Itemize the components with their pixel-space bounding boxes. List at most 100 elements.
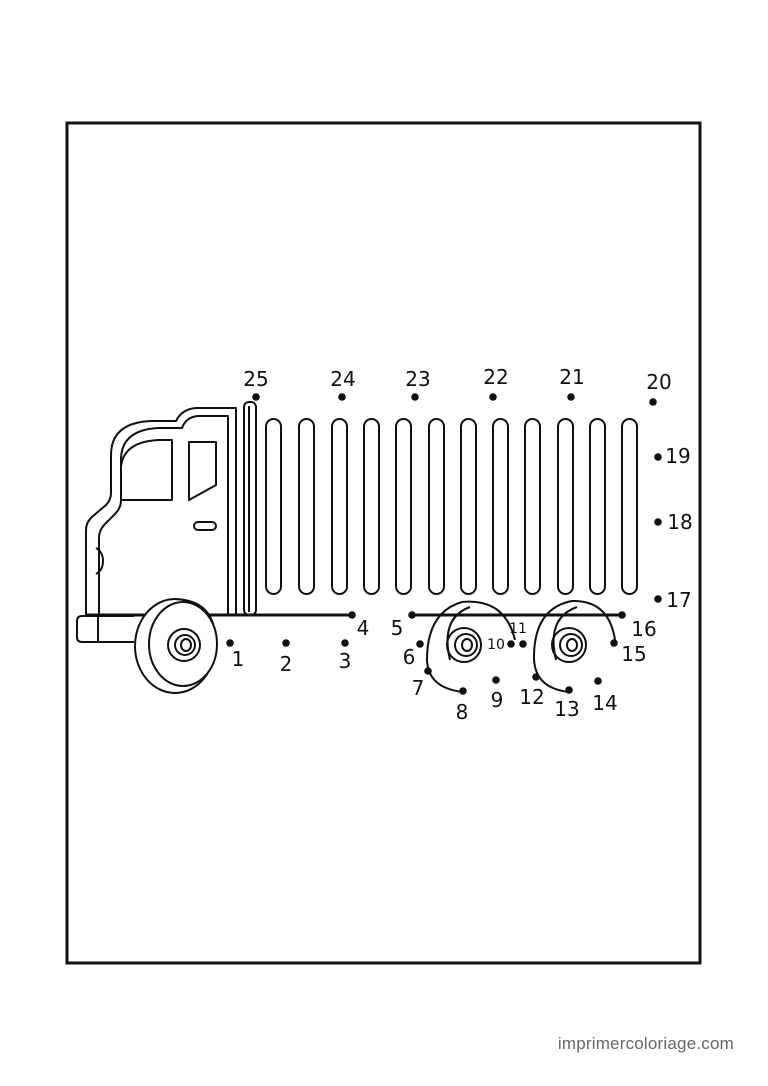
dot-marker (416, 640, 424, 648)
cargo-slat (331, 418, 348, 595)
dot-number-label: 18 (667, 510, 692, 534)
site-watermark: imprimercoloriage.com (557, 1034, 734, 1053)
dot-number-label: 11 (509, 621, 527, 637)
cargo-slat (589, 418, 606, 595)
dot-marker (348, 611, 356, 619)
dot-marker (654, 453, 662, 461)
dot-number-label: 19 (665, 444, 690, 468)
dot-number-label: 14 (592, 691, 617, 715)
dot-22: 22 (483, 365, 509, 401)
dot-marker (492, 676, 500, 684)
cargo-slat (557, 418, 574, 595)
dot-number-label: 7 (412, 676, 425, 700)
side-window (188, 441, 217, 501)
cargo-slat (524, 418, 541, 595)
cargo-slat (492, 418, 509, 595)
dot-19: 19 (654, 444, 691, 468)
cargo-slat (363, 418, 380, 595)
dot-7: 7 (412, 667, 432, 700)
dot-13: 13 (554, 686, 580, 721)
dot-marker (338, 393, 346, 401)
dot-3: 3 (339, 639, 352, 673)
front-bumper (76, 615, 134, 643)
dot-marker (424, 667, 432, 675)
dot-number-label: 6 (403, 645, 416, 669)
dot-number-label: 25 (243, 367, 268, 391)
dot-number-label: 1 (232, 647, 245, 671)
dot-number-label: 13 (554, 697, 579, 721)
dot-marker (282, 639, 290, 647)
door-handle (193, 521, 217, 531)
cargo-slats (265, 418, 638, 595)
dot-number-label: 21 (559, 365, 584, 389)
dot-20: 20 (646, 370, 672, 406)
dot-2: 2 (280, 639, 293, 676)
dot-12: 12 (519, 673, 545, 709)
dot-8: 8 (456, 687, 469, 724)
dot-marker (411, 393, 419, 401)
dot-number-label: 15 (621, 642, 646, 666)
dot-number-label: 16 (631, 617, 656, 641)
dot-marker (654, 595, 662, 603)
dot-marker (567, 393, 575, 401)
dot-number-label: 17 (666, 588, 691, 612)
cargo-slat (265, 418, 282, 595)
cargo-slat (395, 418, 412, 595)
dot-number-label: 22 (483, 365, 508, 389)
dot-number-label: 10 (487, 637, 505, 653)
truck-outline (76, 401, 351, 643)
dot-number-label: 24 (330, 367, 355, 391)
dot-21: 21 (559, 365, 585, 401)
page-frame (65, 121, 702, 965)
front-wheel (134, 598, 218, 694)
dot-marker (618, 611, 626, 619)
dot-marker (649, 398, 657, 406)
dot-17: 17 (654, 588, 692, 612)
dot-4: 4 (348, 611, 369, 640)
dot-marker (489, 393, 497, 401)
dot-number-label: 12 (519, 685, 544, 709)
dot-11: 11 (509, 621, 527, 648)
cab-inner-contour (98, 415, 229, 615)
dot-6: 6 (403, 640, 424, 669)
dot-10: 10 (487, 637, 515, 653)
dot-23: 23 (405, 367, 431, 401)
cab-body (85, 407, 237, 615)
dot-number-label: 20 (646, 370, 671, 394)
dot-1: 1 (226, 639, 244, 671)
windshield (120, 439, 173, 501)
dot-number-label: 3 (339, 649, 352, 673)
cargo-slat (428, 418, 445, 595)
dot-marker (252, 393, 260, 401)
rear-wheel-1 (425, 600, 516, 693)
dot-number-label: 9 (491, 688, 504, 712)
dot-9: 9 (491, 676, 504, 712)
dot-marker (594, 677, 602, 685)
dot-number-label: 2 (280, 652, 293, 676)
dot-number-label: 4 (357, 616, 370, 640)
dot-16: 16 (618, 611, 657, 641)
dot-marker (654, 518, 662, 526)
cargo-slat (621, 418, 638, 595)
headlight (95, 547, 104, 575)
dot-marker (519, 640, 527, 648)
dot-25: 25 (243, 367, 269, 401)
dot-5: 5 (391, 611, 416, 640)
dot-marker (507, 640, 515, 648)
dot-15: 15 (610, 639, 647, 666)
dot-number-label: 23 (405, 367, 430, 391)
cargo-slat (460, 418, 477, 595)
dot-number-label: 8 (456, 700, 469, 724)
dot-marker (226, 639, 234, 647)
dot-marker (459, 687, 467, 695)
dot-14: 14 (592, 677, 618, 715)
dot-marker (565, 686, 573, 694)
dot-marker (408, 611, 416, 619)
dot-18: 18 (654, 510, 693, 534)
dot-marker (341, 639, 349, 647)
cargo-slat (298, 418, 315, 595)
dot-marker (532, 673, 540, 681)
dot-number-label: 5 (391, 616, 404, 640)
